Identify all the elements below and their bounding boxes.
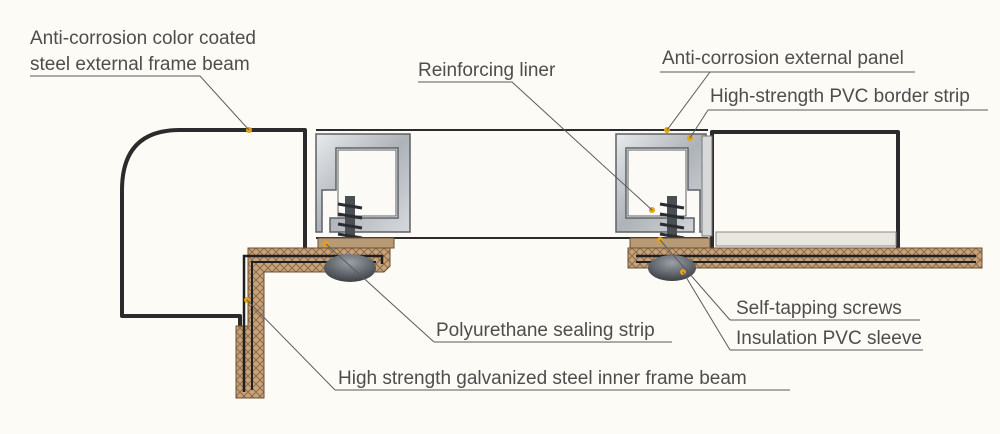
outer-frame-beam-left <box>120 128 307 337</box>
label-reinforcing-liner: Reinforcing liner <box>418 60 556 81</box>
label-pvc-border-strip: High-strength PVC border strip <box>710 86 970 107</box>
outer-frame-beam-right <box>710 130 900 250</box>
label-external-panel: Anti-corrosion external panel <box>662 48 904 69</box>
inner-frame-beam-right <box>627 231 983 269</box>
label-polyurethane-sealing-strip: Polyurethane sealing strip <box>436 320 655 341</box>
sealing-strip-right <box>629 237 711 249</box>
pvc-border-strip <box>701 135 713 237</box>
label-inner-frame-beam: High strength galvanized steel inner fra… <box>338 368 747 389</box>
label-outer-frame-line2: steel external frame beam <box>30 54 250 75</box>
inner-frame-beam <box>235 247 391 399</box>
screw-left <box>324 196 376 282</box>
label-outer-frame-line1: Anti-corrosion color coated <box>30 28 256 49</box>
label-insulation-pvc-sleeve: Insulation PVC sleeve <box>736 328 922 349</box>
leader-lines <box>30 71 988 391</box>
screw-right <box>648 196 696 281</box>
sealing-strip-left <box>317 237 395 249</box>
label-self-tapping-screws: Self-tapping screws <box>736 298 902 319</box>
reinforcing-liner-left <box>315 133 411 233</box>
